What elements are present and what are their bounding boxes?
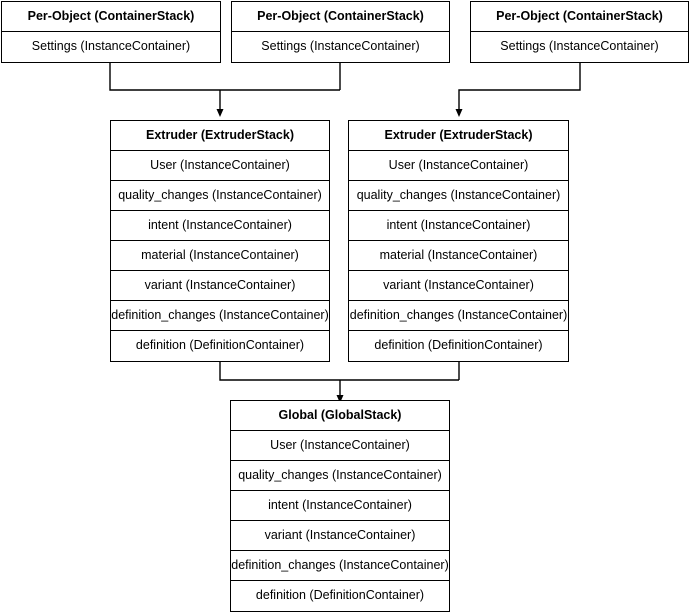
node-header: Per-Object (ContainerStack): [471, 2, 688, 32]
edge-per-object-1-to-extruder-1: [109, 62, 340, 91]
node-global[interactable]: Global (GlobalStack) User (InstanceConta…: [230, 400, 450, 612]
node-row: quality_changes (InstanceContainer): [111, 181, 329, 211]
node-row: intent (InstanceContainer): [231, 491, 449, 521]
node-header: Extruder (ExtruderStack): [349, 121, 568, 151]
node-row: material (InstanceContainer): [111, 241, 329, 271]
edge-per-object-2-to-extruder-1: [216, 62, 341, 117]
node-row: definition_changes (InstanceContainer): [111, 301, 329, 331]
node-row: definition (DefinitionContainer): [374, 338, 543, 352]
node-row: definition (DefinitionContainer): [255, 588, 425, 602]
node-row: definition_changes (InstanceContainer): [349, 301, 568, 331]
node-row: Settings (InstanceContainer): [500, 39, 659, 53]
node-row: Settings (InstanceContainer): [31, 39, 191, 53]
node-row: variant (InstanceContainer): [349, 271, 568, 301]
node-header: Per-Object (ContainerStack): [2, 2, 220, 32]
node-header: Per-Object (ContainerStack): [232, 2, 449, 32]
node-row: variant (InstanceContainer): [111, 271, 329, 301]
node-extruder-2[interactable]: Extruder (ExtruderStack) User (InstanceC…: [348, 120, 569, 362]
node-per-object-2[interactable]: Per-Object (ContainerStack) Settings (In…: [231, 1, 450, 63]
node-row: definition_changes (InstanceContainer): [231, 551, 449, 581]
node-extruder-1[interactable]: Extruder (ExtruderStack) User (InstanceC…: [110, 120, 330, 362]
node-row: intent (InstanceContainer): [111, 211, 329, 241]
node-row: quality_changes (InstanceContainer): [231, 461, 449, 491]
node-row: definition (DefinitionContainer): [135, 338, 305, 352]
node-row: User (InstanceContainer): [231, 431, 449, 461]
node-row: intent (InstanceContainer): [349, 211, 568, 241]
node-row: Settings (InstanceContainer): [261, 39, 420, 53]
node-row: quality_changes (InstanceContainer): [349, 181, 568, 211]
edge-extruder-2-to-global: [336, 361, 460, 403]
node-row: User (InstanceContainer): [111, 151, 329, 181]
node-per-object-1[interactable]: Per-Object (ContainerStack) Settings (In…: [1, 1, 221, 63]
node-row: material (InstanceContainer): [349, 241, 568, 271]
node-per-object-3[interactable]: Per-Object (ContainerStack) Settings (In…: [470, 1, 689, 63]
node-header: Extruder (ExtruderStack): [111, 121, 329, 151]
node-header: Global (GlobalStack): [231, 401, 449, 431]
node-row: User (InstanceContainer): [349, 151, 568, 181]
node-row: variant (InstanceContainer): [231, 521, 449, 551]
edge-extruder-1-to-global: [219, 361, 459, 381]
edge-per-object-3-to-extruder-2: [455, 62, 581, 117]
